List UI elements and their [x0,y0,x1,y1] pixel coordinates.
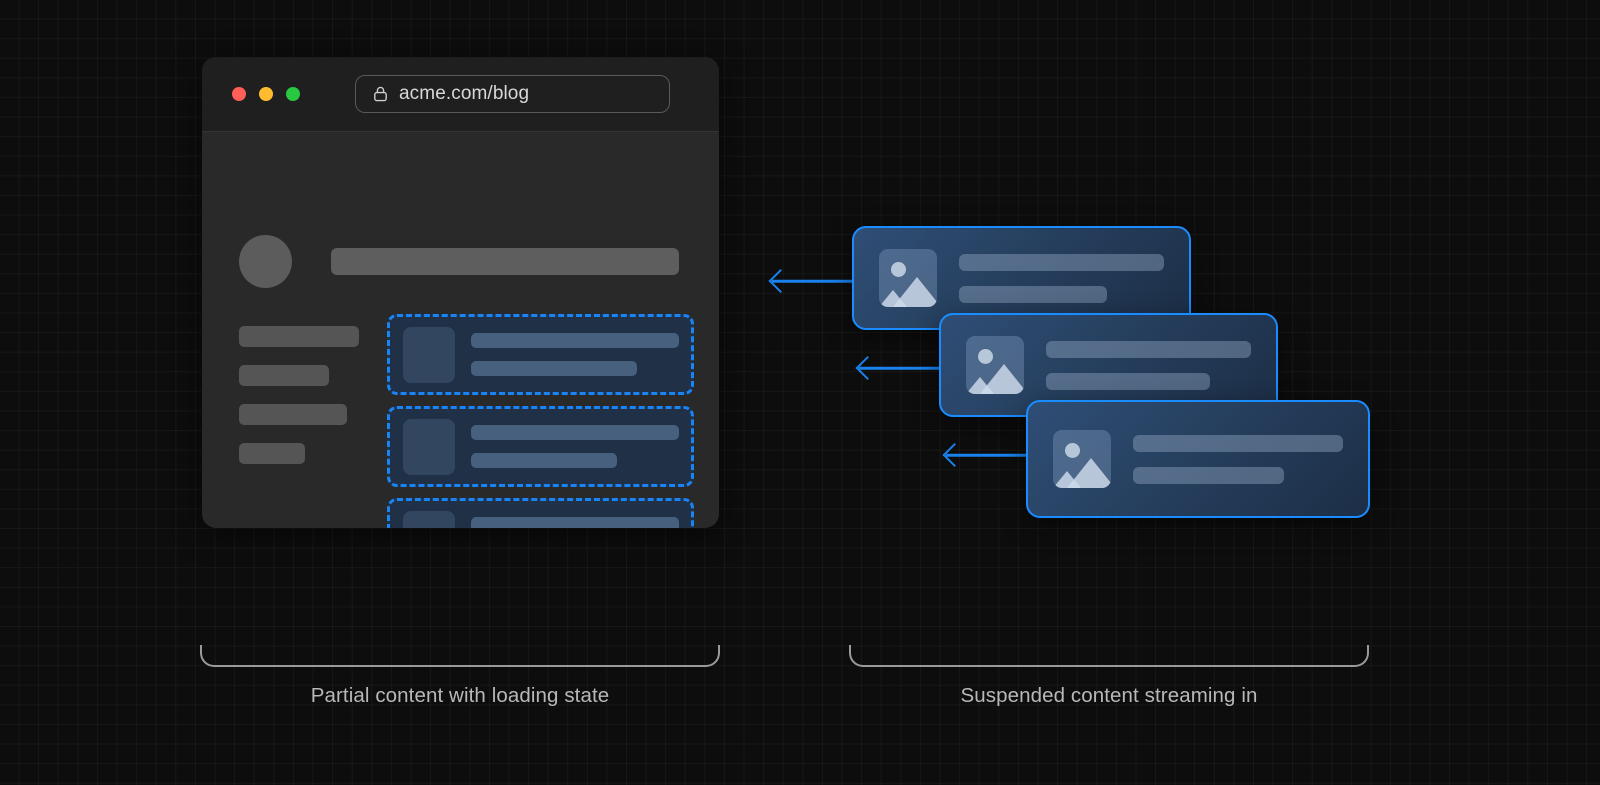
suspended-content-card [852,226,1191,330]
thumb-placeholder [403,326,455,383]
text-placeholder-line [471,517,679,528]
stream-arrow-1 [768,268,854,294]
lock-icon [373,86,388,102]
thumb-placeholder [403,510,455,528]
loading-placeholder-list [387,314,694,528]
arrow-shaft [859,366,941,370]
minimize-button[interactable] [259,87,273,101]
image-icon [966,336,1024,394]
loading-placeholder-card [387,498,694,528]
sidebar-skeleton-bar [239,365,329,386]
text-placeholder-line [959,253,1164,271]
loading-placeholder-card [387,406,694,487]
arrow-shaft [772,279,854,283]
text-placeholder-line [471,333,679,348]
address-bar[interactable]: acme.com/blog [355,75,670,113]
text-placeholder-line [1046,340,1251,358]
stream-arrow-3 [942,442,1028,468]
arrow-head [942,442,967,468]
arrow-head [768,268,793,294]
text-placeholder-line [471,425,679,440]
image-icon [879,249,937,307]
arrow-shaft [946,453,1028,457]
arrow-head [855,355,880,381]
url-text: acme.com/blog [399,83,530,104]
avatar-skeleton [239,235,292,288]
window-traffic-lights [232,87,300,101]
title-skeleton [331,248,679,275]
suspended-content-card [1026,400,1370,518]
browser-chrome: acme.com/blog [202,57,719,132]
sidebar-skeleton-bar [239,443,305,464]
close-button[interactable] [232,87,246,101]
sidebar-skeleton-bar [239,326,359,347]
brace-left [200,645,720,667]
text-placeholder-line [471,453,617,468]
loading-placeholder-card [387,314,694,395]
sidebar-skeleton-bar [239,404,347,425]
text-placeholder-line [959,285,1107,303]
thumb-placeholder [403,418,455,475]
stream-arrow-2 [855,355,941,381]
image-icon [1053,430,1111,488]
caption-left: Partial content with loading state [310,684,610,707]
text-placeholder-line [1133,434,1343,452]
text-placeholder-line [1133,466,1285,484]
browser-window-mockup: acme.com/blog [202,57,719,528]
browser-viewport [202,132,719,528]
text-placeholder-line [1046,372,1210,390]
caption-right: Suspended content streaming in [960,684,1258,707]
maximize-button[interactable] [286,87,300,101]
sidebar-skeleton [239,326,359,464]
text-placeholder-line [471,361,638,376]
brace-right [849,645,1369,667]
